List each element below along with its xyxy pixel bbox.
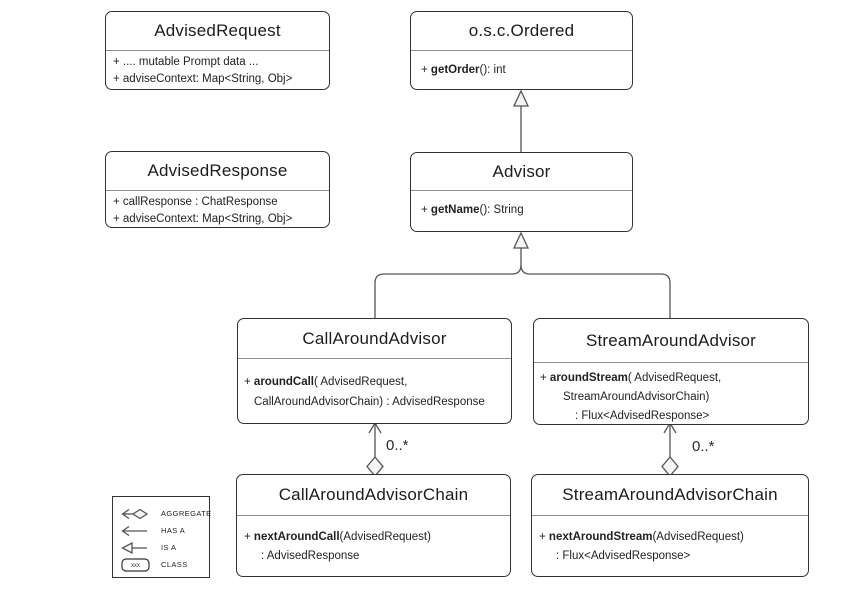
is-a-triangle-icon [512, 89, 530, 107]
svg-text:xxx: xxx [131, 563, 140, 569]
class-osc-ordered: o.s.c.Ordered + getOrder(): int [410, 11, 633, 90]
member-line: + aroundStream( AdvisedRequest, [540, 372, 722, 384]
class-callaroundadvisor: CallAroundAdvisor + aroundCall( AdvisedR… [237, 318, 512, 424]
member-line: + .... mutable Prompt data ... [113, 56, 259, 68]
is-a-connector-subclasses-to-advisor [374, 231, 671, 318]
aggregate-icon [121, 508, 149, 519]
legend-label: AGGREGATE [161, 509, 212, 518]
class-title: Advisor [411, 153, 632, 191]
legend-item-class: xxx CLASS [113, 556, 209, 573]
class-title: StreamAroundAdvisorChain [532, 475, 808, 516]
member-line: + getOrder(): int [421, 64, 506, 76]
class-title: AdvisedRequest [106, 12, 329, 51]
member-line: CallAroundAdvisorChain) : AdvisedRespons… [254, 396, 485, 408]
member-line: + nextAroundStream(AdvisedRequest) [539, 531, 744, 543]
class-box-icon: xxx [121, 557, 150, 572]
class-title: o.s.c.Ordered [411, 12, 632, 51]
is-a-triangle-icon [121, 541, 147, 554]
legend-label: IS A [161, 543, 177, 552]
class-title: CallAroundAdvisor [238, 319, 511, 359]
member-line: + adviseContext: Map<String, Obj> [113, 213, 293, 225]
legend-label: CLASS [161, 560, 188, 569]
member-line: : Flux<AdvisedResponse> [556, 550, 691, 562]
member-line: + aroundCall( AdvisedRequest, [244, 376, 408, 388]
member-line: + getName(): String [421, 204, 524, 216]
aggregate-connector-call-chain: 0..* [366, 421, 409, 478]
class-title: StreamAroundAdvisor [534, 319, 808, 363]
class-title: AdvisedResponse [106, 152, 329, 191]
has-a-arrow-icon [121, 525, 147, 536]
class-advisedrequest: AdvisedRequest + .... mutable Prompt dat… [105, 11, 330, 90]
is-a-connector-advisor-to-ordered [512, 89, 530, 152]
class-title: CallAroundAdvisorChain [237, 475, 510, 516]
class-callaroundadvisorchain: CallAroundAdvisorChain + nextAroundCall(… [236, 474, 511, 577]
legend-item-has-a: HAS A [113, 522, 209, 539]
open-arrow-icon [368, 421, 382, 434]
member-line: : AdvisedResponse [261, 550, 360, 562]
legend: AGGREGATE HAS A IS A xxx CLASS [112, 496, 212, 578]
legend-label: HAS A [161, 526, 186, 535]
connector-branch-left [374, 248, 522, 318]
member-line: StreamAroundAdvisorChain) [563, 391, 710, 403]
multiplicity-label-right: 0..* [692, 438, 715, 455]
member-line: + nextAroundCall(AdvisedRequest) [244, 531, 431, 543]
is-a-triangle-icon [512, 231, 530, 249]
class-streamaroundadvisor: StreamAroundAdvisor + aroundStream( Advi… [533, 318, 809, 425]
member-line: + callResponse : ChatResponse [113, 196, 278, 208]
member-line: + adviseContext: Map<String, Obj> [113, 73, 293, 85]
aggregate-connector-stream-chain: 0..* [661, 421, 715, 478]
class-advisedresponse: AdvisedResponse + callResponse : ChatRes… [105, 151, 330, 228]
connector-branch-right [520, 264, 671, 318]
multiplicity-label-left: 0..* [386, 437, 409, 454]
legend-item-is-a: IS A [113, 539, 209, 556]
legend-item-aggregate: AGGREGATE [113, 505, 212, 522]
member-line: : Flux<AdvisedResponse> [575, 410, 710, 422]
class-advisor: Advisor + getName(): String [410, 152, 633, 232]
class-streamaroundadvisorchain: StreamAroundAdvisorChain + nextAroundStr… [531, 474, 809, 577]
